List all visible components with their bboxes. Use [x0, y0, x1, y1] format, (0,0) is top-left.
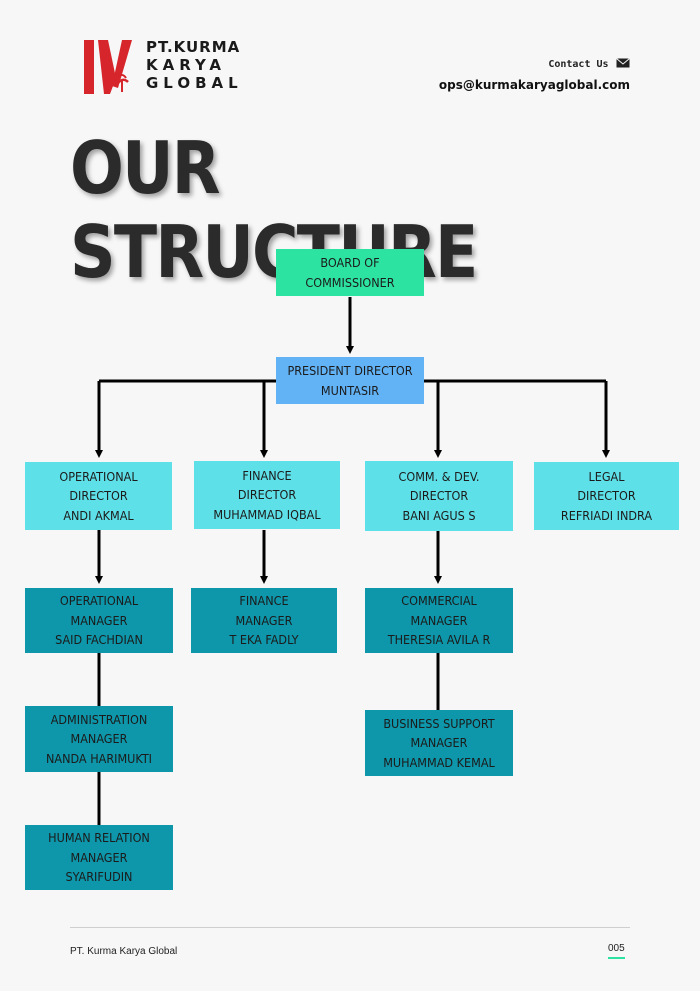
box-line: BANI AGUS S: [402, 507, 476, 523]
box-line: MANAGER: [70, 731, 128, 747]
commercial-manager-box: COMMERCIAL MANAGER THERESIA AVILA R: [365, 588, 513, 653]
operational-director-box: OPERATIONAL DIRECTOR ANDI AKMAL: [25, 462, 172, 530]
box-line: MANAGER: [235, 612, 293, 628]
box-line: MANAGER: [410, 735, 468, 751]
human-relation-manager-box: HUMAN RELATION MANAGER SYARIFUDIN: [25, 825, 173, 890]
page-number: 005: [608, 943, 625, 959]
box-line: BOARD OF: [320, 255, 380, 270]
box-line: NANDA HARIMUKTI: [45, 750, 152, 766]
box-line: DIRECTOR: [577, 488, 636, 504]
box-line: MANAGER: [70, 612, 128, 628]
box-line: LEGAL: [588, 468, 625, 484]
box-line: HUMAN RELATION: [48, 830, 150, 846]
contact-email-link[interactable]: ops@kurmakaryaglobal.com: [438, 78, 630, 92]
comm-dev-director-box: COMM. & DEV. DIRECTOR BANI AGUS S: [365, 461, 513, 531]
box-line: COMMISSIONER: [305, 274, 395, 290]
contact-label: Contact Us: [548, 59, 609, 70]
box-line: PRESIDENT DIRECTOR: [287, 363, 413, 378]
box-line: COMMERCIAL: [401, 593, 477, 609]
company-name-line3: GLOBAL: [146, 74, 243, 92]
box-line: THERESIA AVILA R: [387, 632, 491, 648]
box-line: MUNTASIR: [320, 382, 380, 398]
company-name: PT.KURMA KARYA GLOBAL: [146, 38, 243, 92]
footer-divider: [70, 927, 630, 928]
president-director-box: PRESIDENT DIRECTOR MUNTASIR: [276, 357, 424, 404]
box-line: BUSINESS SUPPORT: [383, 715, 495, 731]
footer-company: PT. Kurma Karya Global: [70, 946, 178, 957]
box-line: MUHAMMAD IQBAL: [213, 506, 321, 522]
box-line: ANDI AKMAL: [63, 507, 134, 523]
legal-director-box: LEGAL DIRECTOR REFRIADI INDRA: [534, 462, 679, 530]
board-of-commissioner-box: BOARD OF COMMISSIONER: [276, 249, 424, 296]
box-line: COMM. & DEV.: [398, 468, 480, 484]
box-line: OPERATIONAL: [59, 468, 138, 484]
box-line: OPERATIONAL: [59, 593, 139, 609]
box-line: MANAGER: [410, 612, 468, 628]
company-name-line2: KARYA: [146, 56, 226, 74]
box-line: SAID FACHDIAN: [55, 632, 143, 648]
contact-block: Contact Us ops@kurmakaryaglobal.com: [439, 54, 630, 92]
operational-manager-box: OPERATIONAL MANAGER SAID FACHDIAN: [25, 588, 173, 653]
box-line: ADMINISTRATION: [50, 711, 148, 727]
administration-manager-box: ADMINISTRATION MANAGER NANDA HARIMUKTI: [25, 706, 173, 772]
box-line: SYARIFUDIN: [65, 869, 133, 885]
box-line: FINANCE: [239, 593, 289, 609]
box-line: DIRECTOR: [237, 487, 297, 503]
box-line: DIRECTOR: [409, 488, 469, 504]
company-name-line1: PT.KURMA: [146, 38, 241, 56]
envelope-icon: [616, 57, 630, 68]
box-line: DIRECTOR: [69, 488, 128, 504]
finance-director-box: FINANCE DIRECTOR MUHAMMAD IQBAL: [194, 461, 340, 529]
company-logo: [84, 40, 132, 94]
box-line: FINANCE: [242, 467, 292, 483]
business-support-manager-box: BUSINESS SUPPORT MANAGER MUHAMMAD KEMAL: [365, 710, 513, 776]
finance-manager-box: FINANCE MANAGER T EKA FADLY: [191, 588, 337, 653]
box-line: T EKA FADLY: [229, 632, 299, 648]
box-line: MUHAMMAD KEMAL: [383, 754, 495, 770]
box-line: REFRIADI INDRA: [560, 507, 653, 523]
box-line: MANAGER: [70, 849, 128, 865]
